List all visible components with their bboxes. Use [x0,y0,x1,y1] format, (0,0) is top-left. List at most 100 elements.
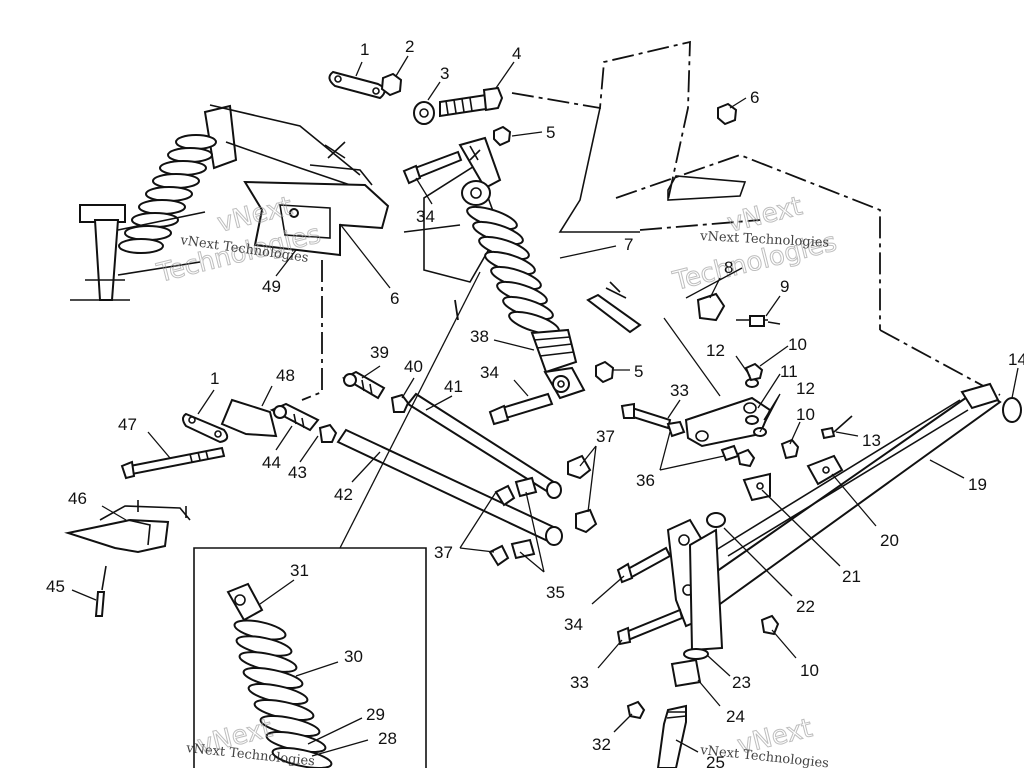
nut-43 [318,423,338,443]
washer-3 [413,101,435,125]
callout-34: 34 [416,207,435,226]
callout-9: 9 [780,277,789,296]
bracket-21 [742,472,771,502]
callout-5: 5 [634,362,643,381]
long-bolt-47 [120,446,226,480]
callout-30: 30 [344,647,363,666]
nut-6-top [717,102,738,126]
link-plate-1 [328,70,386,100]
left-shock-assembly [70,104,366,301]
callout-29: 29 [366,705,385,724]
rod-end-44 [269,402,320,432]
callout-21: 21 [842,567,861,586]
callout-48: 48 [276,366,295,385]
bolt-34-mid [488,392,554,426]
callout-10: 10 [788,335,807,354]
main-shock-38 [458,136,586,400]
callout-6: 6 [750,88,759,107]
bolt-4 [439,86,504,118]
left-spring-coils [118,134,217,254]
callout-34: 34 [480,363,499,382]
watermark-text: vNext Technologies [699,229,830,251]
rod-41 [406,392,562,499]
rod-42 [336,428,563,546]
callout-24: 24 [726,707,745,726]
callout-34: 34 [564,615,583,634]
callout-1: 1 [360,40,369,59]
bolt-33-upper [620,402,672,430]
callout-10: 10 [796,405,815,424]
inset-shock-detail [193,547,427,768]
callout-22: 22 [796,597,815,616]
lower-left-hardware [120,398,338,480]
callout-35: 35 [546,583,565,602]
callout-10: 10 [800,661,819,680]
hardware-top [328,70,738,185]
inset-shock-top-eye [226,582,264,622]
callout-33: 33 [670,381,689,400]
callout-46: 46 [68,489,87,508]
callout-2: 2 [405,37,414,56]
nut-10-b [780,438,800,460]
washer-36-b [720,444,740,462]
callout-45: 45 [46,577,65,596]
grease-fitting-9 [736,315,781,327]
nut-10-c [760,614,780,636]
bolt-33-lower [616,608,684,646]
callout-6: 6 [390,289,399,308]
chassis-frame-outline [301,40,1001,401]
callout-5: 5 [546,123,555,142]
callout-20: 20 [880,531,899,550]
callout-43: 43 [288,463,307,482]
bolt-45 [94,565,107,617]
callout-8: 8 [724,258,733,277]
nut-10-a [744,362,764,382]
callout-28: 28 [378,729,397,748]
bushing-8 [696,292,726,322]
plate-20 [806,454,844,486]
spindle-bracket-22 [666,512,726,652]
callout-42: 42 [334,485,353,504]
upper-right-parts [586,281,781,334]
callout-labels: 1 2 3 4 5 6 34 7 8 9 10 49 6 38 39 40 41… [46,37,1024,768]
inset-spring-coils [233,619,333,768]
callout-47: 47 [118,415,137,434]
bushing-37-upper [567,454,598,534]
nut-5-mid [595,360,615,384]
callout-39: 39 [370,343,389,362]
callout-14: 14 [1008,350,1024,369]
callout-25: 25 [706,753,725,768]
callout-49: 49 [262,277,281,296]
callout-12: 12 [796,379,815,398]
fitting-13 [820,415,853,440]
callout-11: 11 [780,362,798,381]
main-spring-coils [466,205,560,336]
linkage-rods [336,360,615,567]
callout-44: 44 [262,453,281,472]
bracket-48 [220,398,278,438]
callout-7: 7 [624,235,633,254]
callout-38: 38 [470,327,489,346]
callout-1: 1 [210,369,219,388]
bushing-24 [670,658,702,688]
callout-12: 12 [706,341,725,360]
link-plate-1-lower [182,412,229,444]
callout-37: 37 [434,543,453,562]
washer-23 [683,648,709,660]
skid-plate-46 [64,500,191,554]
callout-32: 32 [592,735,611,754]
callout-40: 40 [404,357,423,376]
nut-40 [390,393,410,413]
callout-33: 33 [570,673,589,692]
callout-19: 19 [968,475,987,494]
callout-41: 41 [444,377,463,396]
leader-lines [71,55,1019,757]
callout-36: 36 [636,471,655,490]
callout-13: 13 [862,431,881,450]
callout-23: 23 [732,673,751,692]
callout-3: 3 [440,64,449,83]
nut-36 [736,448,756,468]
rod-end-39 [341,370,386,400]
callout-37: 37 [596,427,615,446]
